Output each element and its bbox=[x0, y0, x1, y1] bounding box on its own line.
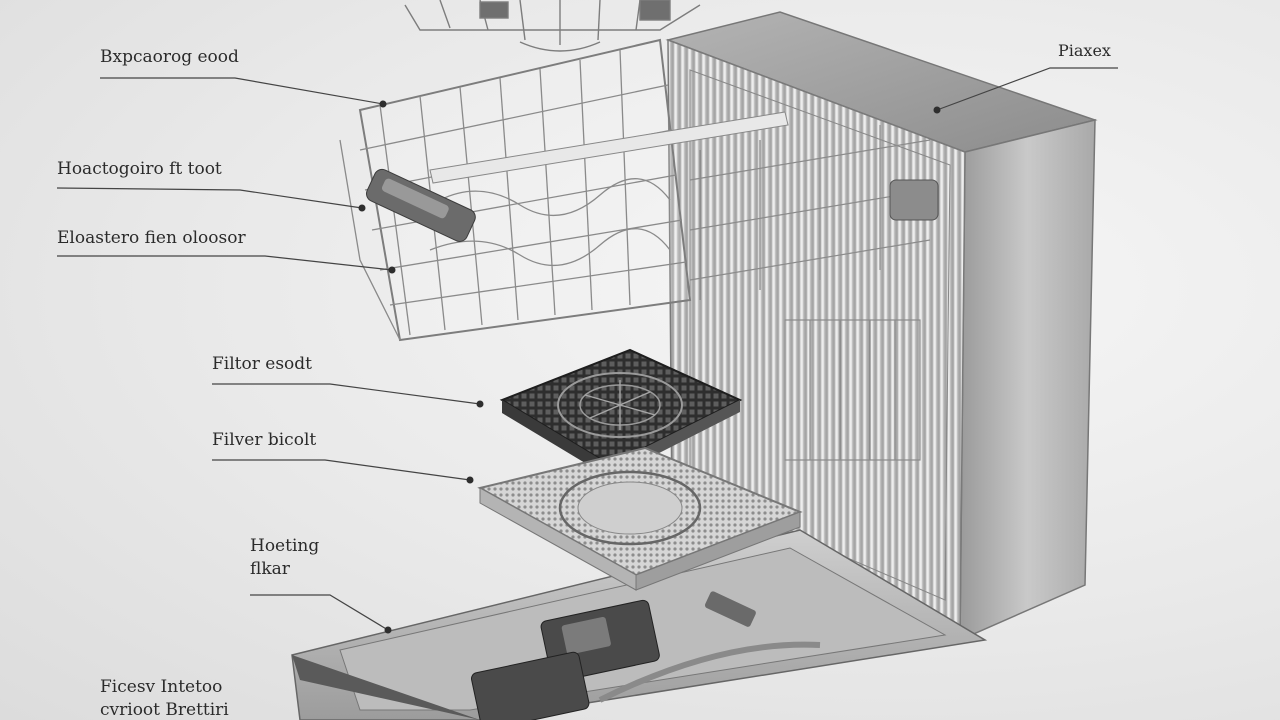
label-bottom-line2: cvrioot Brettiri bbox=[100, 699, 229, 720]
label-mid-left-1: Hoactogoiro ft toot bbox=[57, 159, 222, 179]
label-filter-2: Filver bicolt bbox=[212, 430, 317, 450]
label-filter-1: Filtor esodt bbox=[212, 354, 312, 374]
label-bottom-line1: Ficesv Intetoo bbox=[100, 677, 223, 697]
leader-lines bbox=[56, 67, 1118, 631]
label-bottom: Ficesv Intetoo cvrioot Brettiri bbox=[100, 676, 229, 720]
leader-dots bbox=[358, 100, 941, 634]
middle-basket bbox=[339, 38, 789, 342]
dishwasher-door bbox=[291, 529, 988, 720]
label-mid-left-2: Eloastero fien oloosor bbox=[57, 228, 246, 248]
label-heating-line1: Hoeting bbox=[250, 536, 320, 556]
label-top-left: Bxpcaorog eood bbox=[100, 47, 239, 67]
upper-basket bbox=[404, 0, 701, 52]
fine-filter bbox=[477, 446, 803, 591]
label-top-right: Piaxex bbox=[1058, 41, 1111, 60]
label-heating: Hoeting flkar bbox=[250, 535, 319, 581]
label-heating-line2: flkar bbox=[250, 558, 290, 579]
